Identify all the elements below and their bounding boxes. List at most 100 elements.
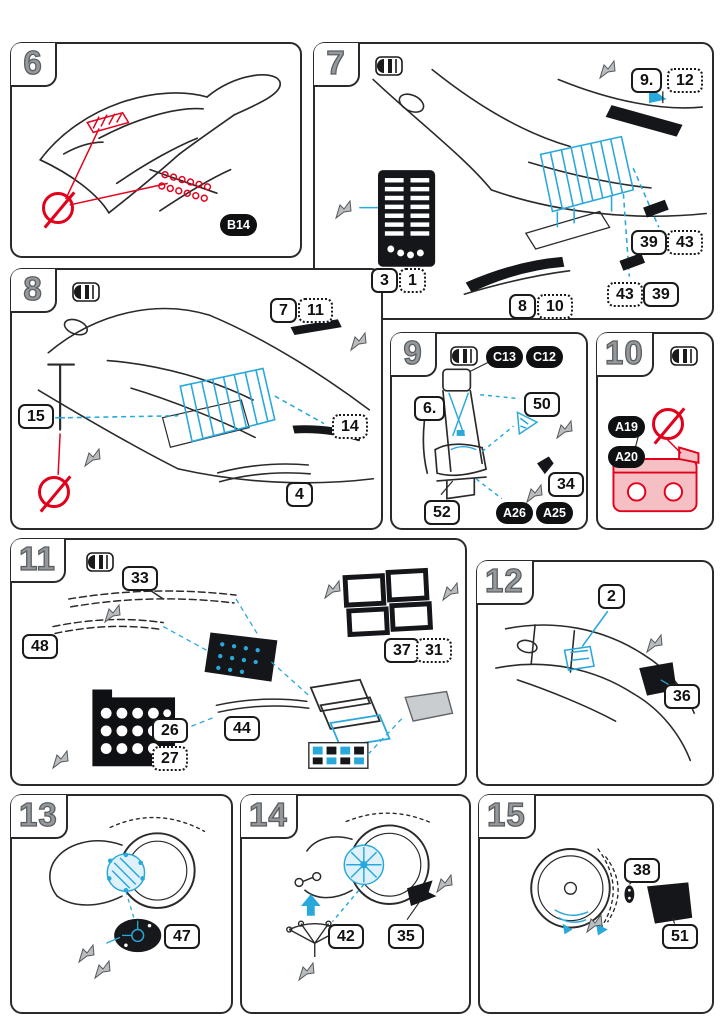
step-number: 11 — [18, 539, 56, 577]
plastic-part-badge: A20 — [608, 446, 645, 468]
plastic-part-badge: B14 — [220, 214, 257, 236]
part-callout-52: 52 — [424, 500, 460, 525]
panel-step-13: 13 47 — [10, 794, 233, 1014]
part-callout-8: 8 — [509, 294, 536, 319]
part-callout-47: 47 — [164, 924, 200, 949]
step-number-box: 11 — [11, 539, 66, 583]
panel-step-6: 6 B14 — [10, 42, 302, 258]
part-callout-35: 35 — [388, 924, 424, 949]
bend-arrow-icon — [322, 578, 344, 605]
part-callout-11: 11 — [298, 298, 333, 323]
step-number-box: 10 — [597, 333, 654, 377]
illustration-step-11 — [52, 567, 454, 769]
step-number: 10 — [604, 333, 644, 371]
part-callout-44: 44 — [224, 716, 260, 741]
part-callout-33: 33 — [122, 566, 158, 591]
panel-step-10: 10 A19 A20 — [596, 332, 714, 530]
plastic-part-badge: C13 — [486, 346, 523, 368]
part-callout-51: 51 — [662, 924, 698, 949]
part-callout-37: 37 — [384, 638, 420, 663]
bend-arrow-icon — [348, 330, 370, 357]
step-number: 7 — [326, 43, 346, 81]
part-callout-6: 6. — [414, 396, 446, 421]
part-callout-9: 9. — [631, 68, 663, 93]
step-number-box: 7 — [314, 43, 360, 87]
panel-step-15: 15 38 51 — [478, 794, 714, 1014]
step-number-box: 6 — [11, 43, 57, 87]
illustration-step-9 — [422, 358, 554, 500]
bend-tool-icon — [72, 282, 100, 307]
panel-step-14: 14 42 35 — [240, 794, 471, 1014]
part-callout-31: 31 — [416, 638, 452, 663]
bend-arrow-icon — [434, 872, 456, 899]
glue-symbol-icon — [652, 408, 684, 440]
part-callout-1: 1 — [399, 268, 426, 293]
bend-arrow-icon — [102, 602, 124, 629]
bend-arrow-icon — [524, 482, 546, 509]
step-number-box: 8 — [11, 269, 57, 313]
part-callout-26: 26 — [152, 718, 188, 743]
part-callout-43: 43 — [607, 282, 643, 307]
step-number: 6 — [23, 43, 43, 81]
bend-arrow-icon — [597, 58, 619, 85]
illustration-step-6 — [39, 74, 281, 214]
plastic-part-badge: A25 — [536, 502, 573, 524]
part-callout-14: 14 — [332, 414, 368, 439]
plastic-part-badge: A26 — [496, 502, 533, 524]
bend-tool-icon — [450, 346, 478, 371]
step-number-box: 15 — [479, 795, 536, 839]
plastic-part-badge: C12 — [526, 346, 563, 368]
step-number: 9 — [403, 333, 423, 371]
part-callout-3: 3 — [371, 268, 398, 293]
plastic-part-badge: A19 — [608, 416, 645, 438]
part-callout-27: 27 — [152, 746, 188, 771]
part-callout-34: 34 — [548, 472, 584, 497]
step-number: 15 — [486, 795, 526, 833]
part-callout-2: 2 — [598, 584, 625, 609]
illustration-step-10 — [612, 427, 700, 513]
part-callout-42: 42 — [328, 924, 364, 949]
bend-arrow-icon — [92, 958, 114, 985]
bend-arrow-icon — [584, 912, 606, 939]
panel-step-11: 11 33 48 26 27 44 37 31 — [10, 538, 467, 786]
bend-tool-icon — [670, 346, 698, 371]
step-number-box: 12 — [477, 561, 534, 605]
illustration-step-13 — [49, 816, 206, 953]
bend-arrow-icon — [50, 748, 72, 775]
panel-step-9: 9 C13 C12 50 6. 34 52 A26 A25 — [390, 332, 588, 530]
bend-arrow-icon — [76, 942, 98, 969]
bend-arrow-icon — [440, 580, 462, 607]
step-number-box: 13 — [11, 795, 68, 839]
step-number: 13 — [18, 795, 58, 833]
part-callout-15: 15 — [18, 404, 54, 429]
step-number-box: 9 — [391, 333, 437, 377]
glue-symbol-icon — [38, 476, 70, 508]
step-number: 8 — [23, 269, 43, 307]
bend-tool-icon — [375, 56, 403, 81]
step-number: 14 — [248, 795, 288, 833]
bend-arrow-icon — [333, 198, 355, 225]
step-number-box: 14 — [241, 795, 298, 839]
glue-symbol-icon — [42, 192, 74, 224]
bend-arrow-icon — [82, 446, 104, 473]
part-callout-50: 50 — [524, 392, 560, 417]
part-callout-48: 48 — [22, 634, 58, 659]
part-callout-12: 12 — [667, 68, 703, 93]
part-callout-39: 39 — [643, 282, 679, 307]
part-callout-39: 39 — [631, 230, 667, 255]
bend-tool-icon — [86, 552, 114, 577]
part-callout-38: 38 — [624, 858, 660, 883]
part-callout-43: 43 — [667, 230, 703, 255]
step-number: 12 — [484, 561, 524, 599]
panel-step-12: 12 2 36 — [476, 560, 714, 786]
bend-arrow-icon — [296, 960, 318, 987]
panel-step-7: 7 9. 12 39 43 43 39 8 10 3 1 — [313, 42, 714, 320]
part-callout-4: 4 — [286, 482, 313, 507]
bend-arrow-icon — [644, 632, 666, 659]
panel-step-8: 8 7 11 15 14 4 — [10, 268, 383, 530]
illustration-step-15 — [530, 848, 693, 936]
illustration-step-7 — [359, 68, 707, 296]
part-callout-10: 10 — [537, 294, 573, 319]
illustration-step-14 — [286, 812, 437, 958]
